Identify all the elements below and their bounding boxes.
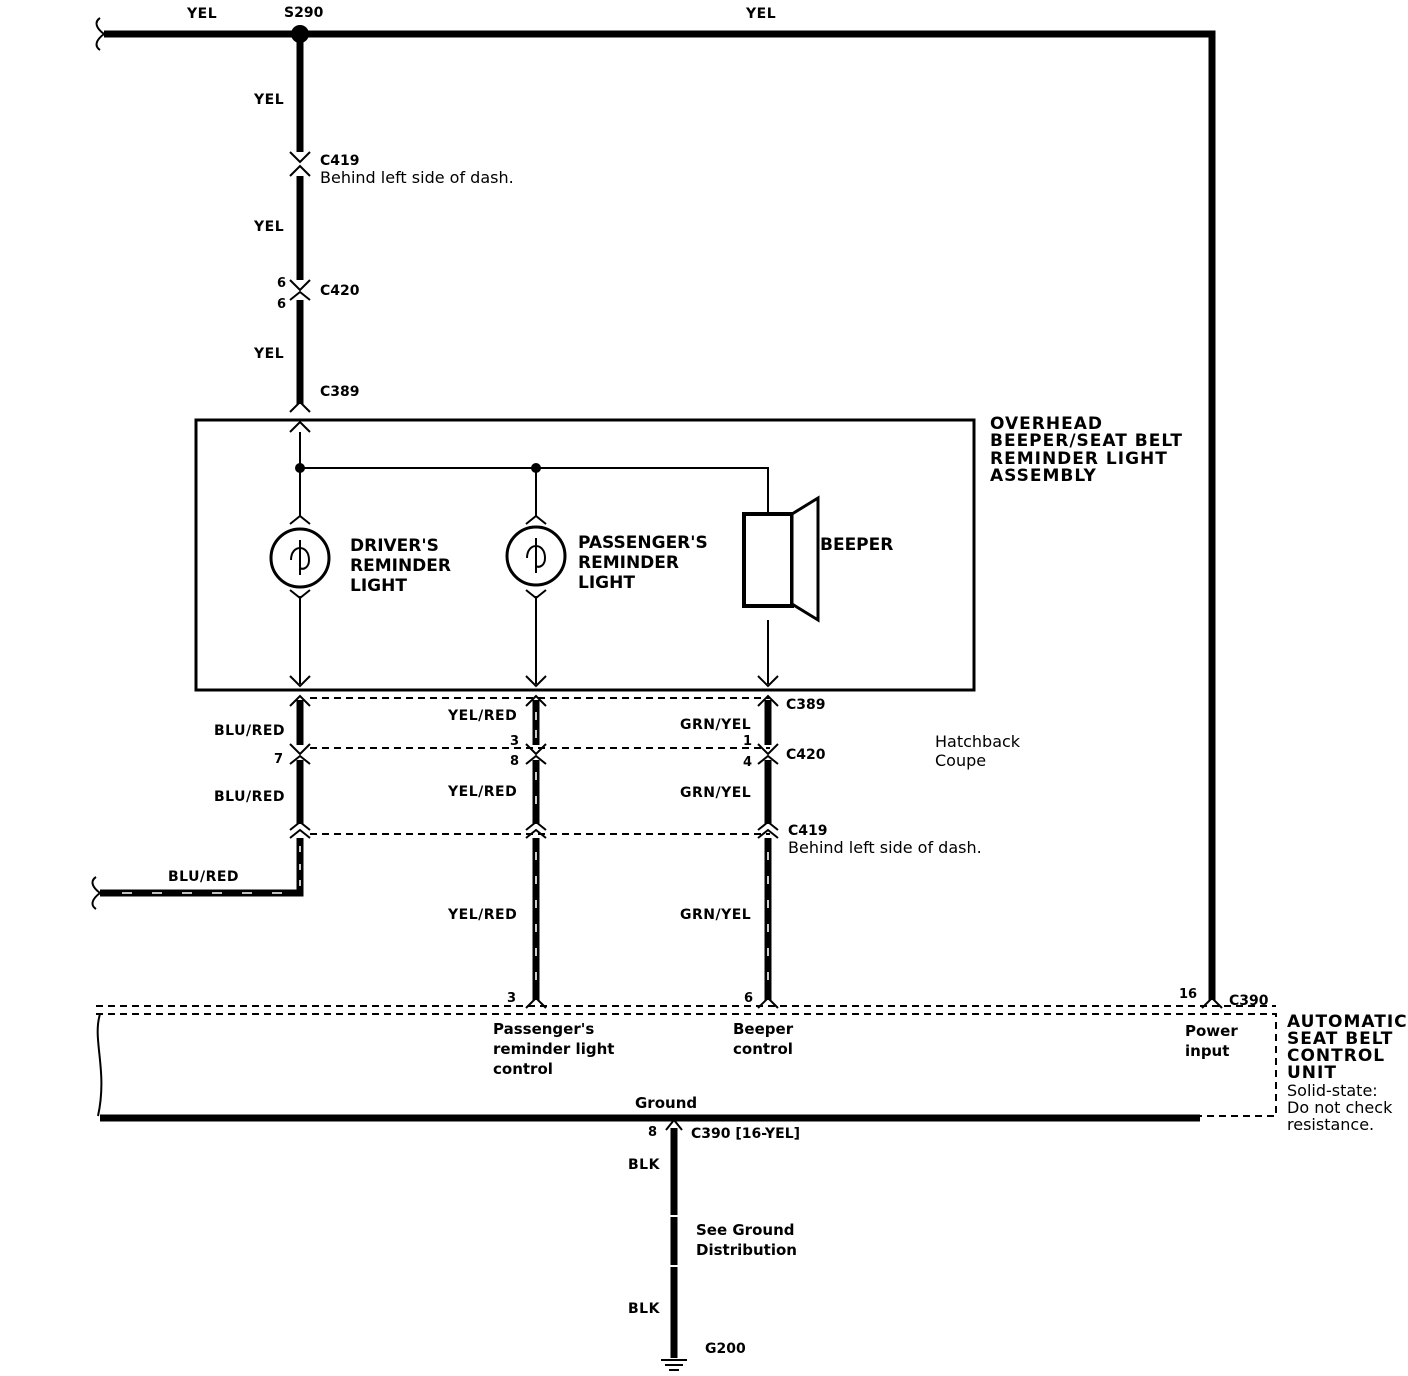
drivers-light-label: LIGHT bbox=[350, 576, 407, 596]
assembly-title-line: ASSEMBLY bbox=[990, 466, 1097, 486]
hatchback-note: Hatchback bbox=[935, 732, 1021, 751]
pin-number: 3 bbox=[510, 734, 519, 749]
control-unit-outline bbox=[96, 1005, 1277, 1122]
assembly-internal-wiring bbox=[289, 432, 779, 688]
wire-label-blu-red: BLU/RED bbox=[214, 723, 285, 739]
passengers-light-label: REMINDER bbox=[578, 553, 679, 573]
unit-note-line: resistance. bbox=[1287, 1115, 1374, 1134]
unit-title-line: AUTOMATIC bbox=[1287, 1012, 1408, 1032]
drivers-light-label: DRIVER'S bbox=[350, 536, 439, 556]
pin-number: 8 bbox=[510, 754, 519, 769]
pin-number: 6 bbox=[277, 297, 286, 312]
wire-label-grn-yel: GRN/YEL bbox=[680, 785, 751, 801]
beeper-label: BEEPER bbox=[820, 535, 893, 555]
drivers-light-label: REMINDER bbox=[350, 556, 451, 576]
blu-red-wire bbox=[91, 700, 304, 910]
ground-symbol-icon bbox=[661, 1359, 687, 1371]
connector-label: C389 bbox=[786, 697, 826, 713]
connector-location: Behind left side of dash. bbox=[788, 838, 982, 857]
yel-power-wire bbox=[95, 17, 1216, 1000]
assembly-title-line: BEEPER/SEAT BELT bbox=[990, 431, 1183, 451]
unit-terminal-label: Beeper bbox=[733, 1020, 794, 1038]
connector-c419-top bbox=[289, 151, 311, 177]
pin-number: 6 bbox=[744, 991, 753, 1006]
unit-title-line: UNIT bbox=[1287, 1063, 1337, 1083]
splice-label: S290 bbox=[284, 5, 324, 21]
wire-label-blu-red: BLU/RED bbox=[214, 789, 285, 805]
pin-number: 7 bbox=[274, 752, 283, 767]
unit-terminal-label: Ground bbox=[635, 1094, 697, 1112]
wire-label-yel: YEL bbox=[745, 6, 776, 22]
see-ground-note: See Ground bbox=[696, 1221, 794, 1239]
wire-label-yel-red: YEL/RED bbox=[447, 708, 517, 724]
overhead-assembly-box bbox=[194, 418, 976, 692]
unit-note-line: Do not check bbox=[1287, 1098, 1393, 1117]
connector-label: C419 bbox=[788, 823, 828, 839]
wire-label-blu-red: BLU/RED bbox=[168, 869, 239, 885]
unit-title-line: CONTROL bbox=[1287, 1046, 1385, 1066]
unit-terminal-label: control bbox=[493, 1060, 553, 1078]
hatchback-note: Coupe bbox=[935, 751, 986, 770]
lower-connector-symbols bbox=[289, 694, 1223, 1009]
wire-label-grn-yel: GRN/YEL bbox=[680, 717, 751, 733]
wire-label-blk: BLK bbox=[628, 1301, 661, 1317]
pin-number: 4 bbox=[743, 755, 752, 770]
passengers-reminder-light-bulb bbox=[505, 514, 567, 600]
assembly-title-line: OVERHEAD bbox=[990, 414, 1103, 434]
pin-number: 6 bbox=[277, 276, 286, 291]
unit-terminal-label: Power bbox=[1185, 1022, 1238, 1040]
wire-label-grn-yel: GRN/YEL bbox=[680, 907, 751, 923]
passengers-light-label: LIGHT bbox=[578, 573, 635, 593]
connector-location: Behind left side of dash. bbox=[320, 168, 514, 187]
beeper-speaker-icon bbox=[742, 495, 820, 623]
pin-number: 1 bbox=[743, 734, 752, 749]
wire-label-yel: YEL bbox=[186, 6, 217, 22]
drivers-reminder-light-bulb bbox=[269, 514, 331, 600]
blk-ground-wire bbox=[665, 1118, 683, 1358]
assembly-title-line: REMINDER LIGHT bbox=[990, 449, 1168, 469]
connector-label: C389 bbox=[320, 384, 360, 400]
connector-label: C390 bbox=[1229, 993, 1269, 1009]
connector-label: C390 [16-YEL] bbox=[691, 1126, 800, 1142]
wire-label-yel-red: YEL/RED bbox=[447, 784, 517, 800]
wire-label-yel: YEL bbox=[253, 219, 284, 235]
pin-number: 16 bbox=[1179, 987, 1197, 1002]
unit-title-line: SEAT BELT bbox=[1287, 1029, 1393, 1049]
connector-c389-top bbox=[289, 400, 311, 433]
passengers-light-label: PASSENGER'S bbox=[578, 533, 708, 553]
wire-label-yel: YEL bbox=[253, 346, 284, 362]
connector-c420-top bbox=[289, 279, 311, 301]
connector-label: C420 bbox=[320, 283, 360, 299]
unit-note-line: Solid-state: bbox=[1287, 1081, 1378, 1100]
connector-label: C420 bbox=[786, 747, 826, 763]
connector-label: C419 bbox=[320, 153, 360, 169]
unit-terminal-label: reminder light bbox=[493, 1040, 614, 1058]
pin-number: 3 bbox=[507, 991, 516, 1006]
pin-number: 8 bbox=[648, 1125, 657, 1140]
unit-terminal-label: control bbox=[733, 1040, 793, 1058]
wire-label-blk: BLK bbox=[628, 1157, 661, 1173]
wire-label-yel-red: YEL/RED bbox=[447, 907, 517, 923]
ground-label: G200 bbox=[705, 1341, 746, 1357]
wire-label-yel: YEL bbox=[253, 92, 284, 108]
unit-terminal-label: input bbox=[1185, 1042, 1229, 1060]
see-ground-note: Distribution bbox=[696, 1241, 797, 1259]
unit-terminal-label: Passenger's bbox=[493, 1020, 594, 1038]
